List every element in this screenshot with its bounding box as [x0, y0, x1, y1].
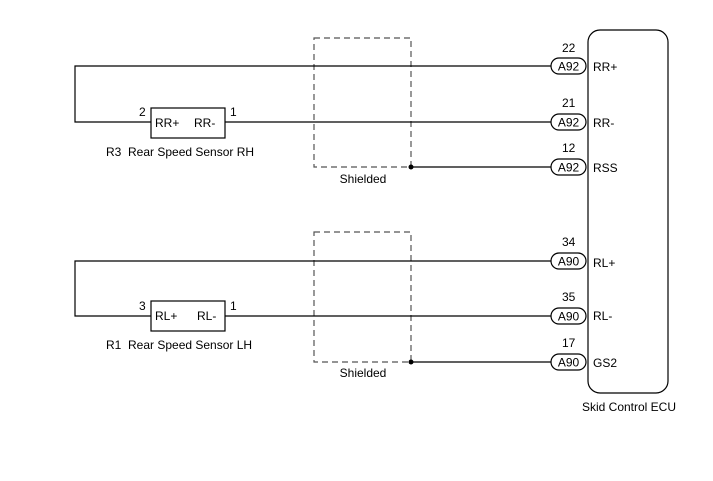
terminal-rr-minus: A92 21 RR-: [550, 96, 614, 131]
sensor-rh-minus-pin: 1: [230, 105, 237, 119]
junction-dot-lh: [408, 359, 414, 365]
connector-oval: [550, 57, 587, 75]
terminal-signal-label: RL-: [593, 309, 612, 323]
connector-oval: [550, 158, 587, 176]
junction-dot-rh: [408, 164, 414, 170]
terminal-pin-number: 35: [562, 290, 576, 304]
sensor-rh-name: Rear Speed Sensor RH: [128, 145, 254, 159]
sensor-lh-minus-pin: 1: [230, 299, 237, 313]
shield-box-lh: [313, 231, 412, 363]
connector-label: A92: [558, 161, 580, 175]
shield-label-lh: Shielded: [340, 366, 387, 380]
connector-oval: [550, 353, 587, 371]
ecu-body: [587, 29, 669, 394]
terminal-rl-minus: A90 35 RL-: [550, 290, 612, 325]
terminal-gs2: A90 17 GS2: [550, 336, 617, 371]
sensor-lh-minus-label: RL-: [197, 309, 216, 323]
connector-label: A90: [558, 255, 580, 269]
sensor-rh-plus-pin: 2: [139, 105, 146, 119]
terminal-rl-plus: A90 34 RL+: [550, 235, 615, 270]
connector-oval: [550, 113, 587, 131]
terminal-signal-label: RSS: [593, 161, 618, 175]
ecu-label: Skid Control ECU: [582, 400, 676, 414]
wire-rl-plus: [74, 260, 551, 317]
terminal-rss: A92 12 RSS: [550, 141, 618, 176]
wire-rr-plus: [74, 65, 551, 123]
terminal-pin-number: 34: [562, 235, 576, 249]
shield-label-rh: Shielded: [340, 172, 387, 186]
sensor-rh-plus-label: RR+: [155, 116, 179, 130]
terminal-pin-number: 17: [562, 336, 576, 350]
terminal-pin-number: 22: [562, 41, 576, 55]
connector-label: A92: [558, 116, 580, 130]
terminal-signal-label: RL+: [593, 256, 615, 270]
shield-box-rh: [313, 37, 412, 168]
connector-label: A90: [558, 356, 580, 370]
sensor-rh-box: [150, 107, 226, 139]
sensor-lh-plus-label: RL+: [155, 309, 177, 323]
terminal-rr-plus: A92 22 RR+: [550, 41, 617, 75]
sensor-lh-box: [150, 300, 226, 332]
sensor-lh-name: Rear Speed Sensor LH: [128, 338, 252, 352]
terminal-signal-label: RR+: [593, 60, 617, 74]
terminal-pin-number: 21: [562, 96, 576, 110]
connector-oval: [550, 307, 587, 325]
sensor-lh-ref: R1: [106, 338, 122, 352]
terminal-signal-label: RR-: [593, 116, 614, 130]
sensor-rh: RR+ RR- 2 1 R3 Rear Speed Sensor RH: [106, 105, 254, 159]
terminal-signal-label: GS2: [593, 356, 617, 370]
connector-oval: [550, 252, 587, 270]
sensor-lh-plus-pin: 3: [139, 299, 146, 313]
connector-label: A90: [558, 310, 580, 324]
sensor-rh-minus-label: RR-: [194, 116, 215, 130]
sensor-rh-ref: R3: [106, 145, 122, 159]
sensor-lh: RL+ RL- 3 1 R1 Rear Speed Sensor LH: [106, 299, 252, 352]
terminal-pin-number: 12: [562, 141, 576, 155]
connector-label: A92: [558, 60, 580, 74]
